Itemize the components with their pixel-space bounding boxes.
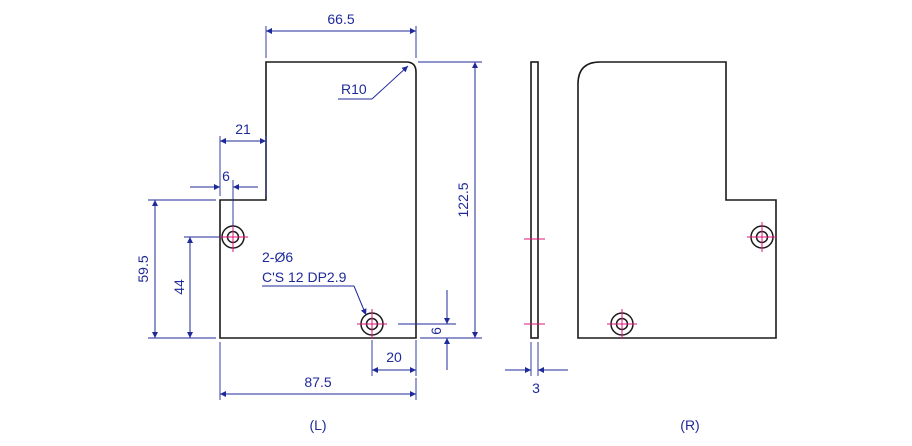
dimension-total-height: 122.5 [418, 61, 482, 339]
side-view: 3 [505, 61, 568, 396]
dimension-total-height-label: 122.5 [455, 182, 471, 217]
dimension-top-width: 66.5 [265, 11, 417, 58]
dimension-hole-bottom-offset-label: 6 [428, 327, 444, 335]
right-view: (R) [577, 61, 777, 433]
right-view-label: (R) [680, 417, 699, 433]
right-view-outline [577, 61, 777, 339]
left-view: 66.5 R10 21 6 122.5 [135, 11, 482, 433]
dimension-thickness-label: 3 [532, 380, 540, 396]
dimension-hole-edge-offset: 6 [190, 168, 258, 226]
hole-callout-line2: C'S 12 DP2.9 [262, 269, 347, 285]
dimension-hole-right-offset-label: 20 [386, 349, 402, 365]
left-view-outline [219, 61, 417, 339]
dimension-step-width-label: 21 [235, 121, 251, 137]
dimension-thickness: 3 [505, 342, 568, 396]
dimension-hole-edge-offset-label: 6 [222, 168, 230, 184]
hole-callout-line1: 2-Ø6 [262, 249, 293, 265]
dimension-top-width-label: 66.5 [327, 11, 354, 27]
right-hole-lower [607, 309, 637, 339]
dimension-corner-radius: R10 [338, 65, 409, 100]
right-hole-upper [747, 222, 777, 252]
left-view-label: (L) [309, 417, 326, 433]
hole-callout: 2-Ø6 C'S 12 DP2.9 [262, 249, 367, 316]
side-view-outline [530, 61, 539, 339]
dimension-hole-right-offset: 20 [371, 340, 417, 376]
dimension-lower-height-label: 59.5 [135, 255, 151, 282]
dimension-total-width-label: 87.5 [304, 374, 331, 390]
dimension-hole-bottom-offset: 6 [398, 290, 456, 370]
dimension-corner-radius-label: R10 [341, 81, 367, 97]
dimension-step-width: 21 [219, 121, 267, 196]
dimension-lower-height: 59.5 [135, 199, 216, 339]
dimension-hole-height-label: 44 [171, 279, 187, 295]
dimension-hole-height: 44 [171, 236, 220, 338]
left-hole-upper [218, 222, 248, 252]
dimension-total-width: 87.5 [219, 342, 417, 400]
left-hole-lower [357, 309, 387, 339]
